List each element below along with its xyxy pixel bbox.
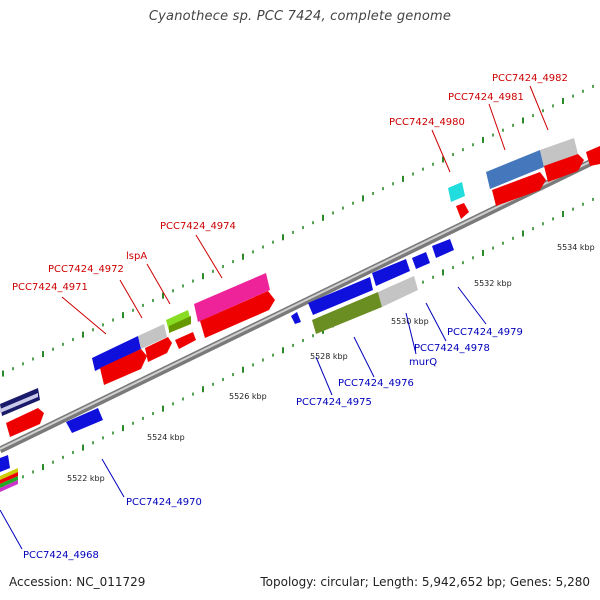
gene-arrow	[0, 455, 10, 472]
gene-arrow	[6, 408, 44, 437]
gene-arrow	[412, 252, 430, 269]
gene-arrow	[372, 259, 410, 286]
gene-label-pcc7424-4979: PCC7424_4979	[447, 327, 523, 338]
gene-block	[194, 273, 270, 322]
gene-arrow	[100, 349, 147, 385]
scale-label: 5522 kbp	[67, 474, 105, 483]
gene-arrow	[456, 203, 469, 219]
gene-block	[138, 324, 167, 349]
gene-label-murq: murQ	[409, 357, 437, 368]
backbone	[0, 154, 600, 454]
gene-labels: PCC7424_4971 PCC7424_4972 lspA PCC7424_4…	[12, 73, 568, 561]
gene-arrow	[291, 312, 301, 324]
accession-text: Accession: NC_011729	[9, 575, 146, 589]
genome-summary-text: Topology: circular; Length: 5,942,652 bp…	[260, 575, 590, 589]
lower-features	[0, 239, 454, 492]
scale-label: 5534 kbp	[557, 243, 595, 252]
gene-block	[0, 480, 18, 492]
gene-block	[312, 292, 382, 334]
gene-block	[0, 468, 18, 480]
gene-arrow	[200, 291, 275, 338]
leader-lines	[0, 85, 549, 550]
scale-label: 5530 kbp	[391, 317, 429, 326]
gene-label-pcc7424-4976: PCC7424_4976	[338, 378, 414, 389]
gene-block	[0, 476, 18, 488]
gene-arrow	[544, 154, 584, 182]
gene-block	[540, 138, 578, 167]
gene-label-pcc7424-4970: PCC7424_4970	[126, 497, 202, 508]
gene-label-pcc7424-4971: PCC7424_4971	[12, 282, 88, 293]
gene-arrow	[145, 337, 172, 362]
scale-label: 5524 kbp	[147, 433, 185, 442]
map-title: Cyanothece sp. PCC 7424, complete genome	[148, 9, 452, 24]
scale-label: 5528 kbp	[310, 352, 348, 361]
gene-block	[92, 336, 141, 371]
gene-label-pcc7424-4982: PCC7424_4982	[492, 73, 568, 84]
gene-block	[486, 150, 544, 189]
gene-arrow	[175, 332, 196, 349]
gene-block	[169, 316, 191, 333]
gene-label-pcc7424-4981: PCC7424_4981	[448, 92, 524, 103]
gene-label-pcc7424-4978: PCC7424_4978	[414, 343, 490, 354]
gene-label-pcc7424-4968: PCC7424_4968	[23, 550, 99, 561]
gene-arrow	[586, 146, 600, 166]
gene-block	[378, 276, 418, 307]
gene-label-lspa: lspA	[126, 251, 147, 262]
gene-arrow	[432, 239, 454, 258]
gene-arrow	[308, 277, 373, 315]
gene-arrow	[66, 408, 103, 433]
gene-label-pcc7424-4975: PCC7424_4975	[296, 397, 372, 408]
scale-label: 5526 kbp	[229, 392, 267, 401]
scale-label: 5532 kbp	[474, 279, 512, 288]
gene-block	[0, 472, 18, 484]
scale-labels: 5522 kbp 5524 kbp 5526 kbp 5528 kbp 5530…	[67, 243, 595, 483]
gene-label-pcc7424-4972: PCC7424_4972	[48, 264, 124, 275]
gene-arrow	[492, 172, 546, 206]
upper-features	[0, 138, 600, 437]
gene-label-pcc7424-4980: PCC7424_4980	[389, 117, 465, 128]
gene-block	[0, 393, 38, 413]
gene-label-pcc7424-4974: PCC7424_4974	[160, 221, 236, 232]
gene-block	[448, 182, 465, 202]
